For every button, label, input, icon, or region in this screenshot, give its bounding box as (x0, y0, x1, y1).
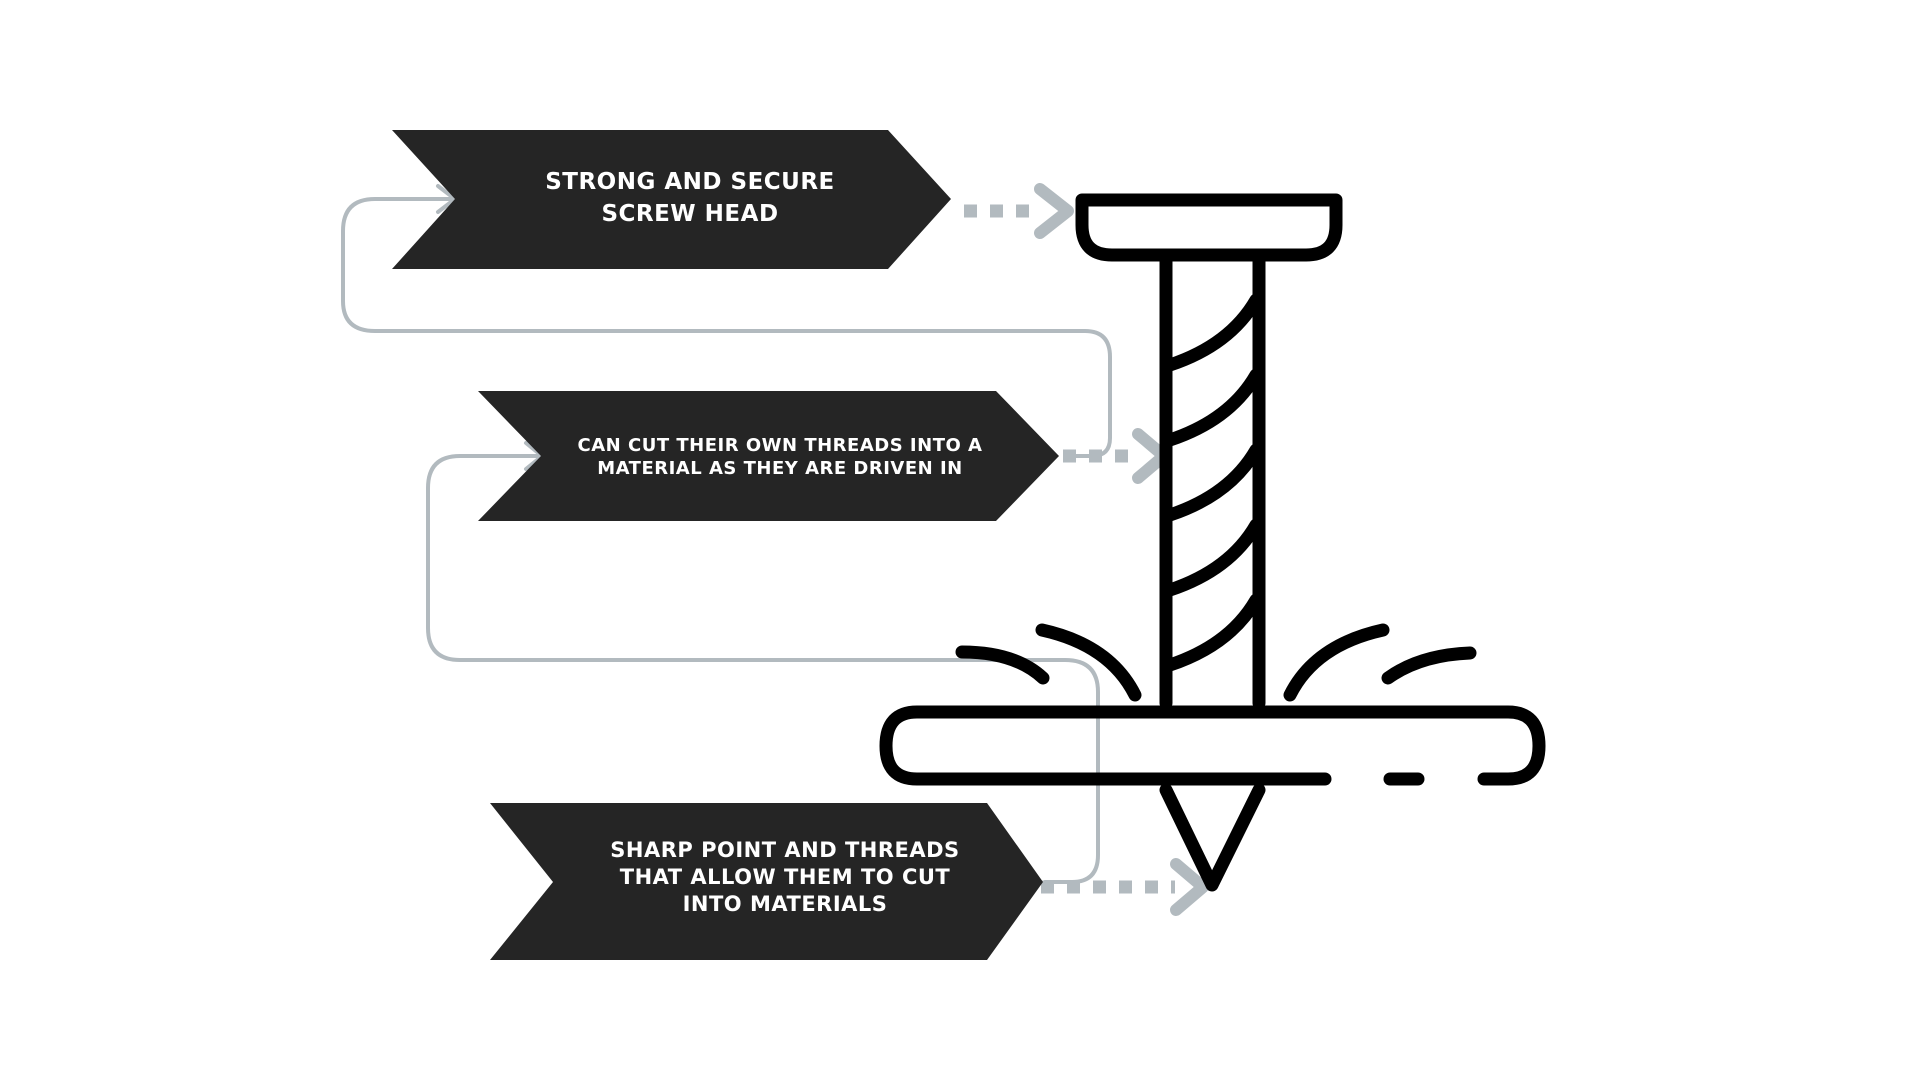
debris-curl (1283, 623, 1390, 702)
screw-head-shape (1075, 193, 1343, 262)
label-point: SHARP POINT AND THREADS THAT ALLOW THEM … (555, 831, 1015, 923)
banners (392, 130, 1059, 960)
pointer-arrowhead-1 (1034, 183, 1074, 239)
pointer-arrows (964, 183, 1209, 916)
label-screw-head-line-1: STRONG AND SECURE (545, 169, 835, 195)
banner-screw-head (392, 130, 951, 269)
label-point-line-3: INTO MATERIALS (682, 891, 888, 916)
connector-loop-1 (341, 197, 1112, 458)
screw-thread (1163, 368, 1263, 447)
banner-point (490, 803, 1043, 960)
label-threads-line-1: CAN CUT THEIR OWN THREADS INTO A (577, 435, 983, 456)
connector-lines (341, 184, 1112, 884)
label-threads-line-2: MATERIAL AS THEY ARE DRIVEN IN (597, 458, 963, 479)
debris-curl (955, 645, 1050, 685)
screw-thread (1163, 443, 1263, 522)
debris-curl (1381, 646, 1477, 685)
pointer-arrowhead-3 (1170, 858, 1209, 916)
label-screw-head: STRONG AND SECURE SCREW HEAD (470, 156, 910, 240)
screw-thread (1163, 593, 1263, 672)
label-threads: CAN CUT THEIR OWN THREADS INTO A MATERIA… (540, 425, 1020, 489)
label-screw-head-line-2: SCREW HEAD (601, 201, 779, 227)
screw-tip (1159, 783, 1266, 892)
screw-thread (1163, 518, 1263, 597)
label-point-line-1: SHARP POINT AND THREADS (610, 837, 960, 862)
screw-driven-into-surface-icon (879, 193, 1546, 892)
label-point-line-2: THAT ALLOW THEM TO CUT (619, 864, 951, 889)
debris-curl (1035, 623, 1142, 702)
banner-threads (478, 391, 1059, 521)
connector-loop-2 (426, 454, 1100, 884)
screw-thread (1163, 293, 1263, 372)
surface-slab (879, 705, 1546, 786)
